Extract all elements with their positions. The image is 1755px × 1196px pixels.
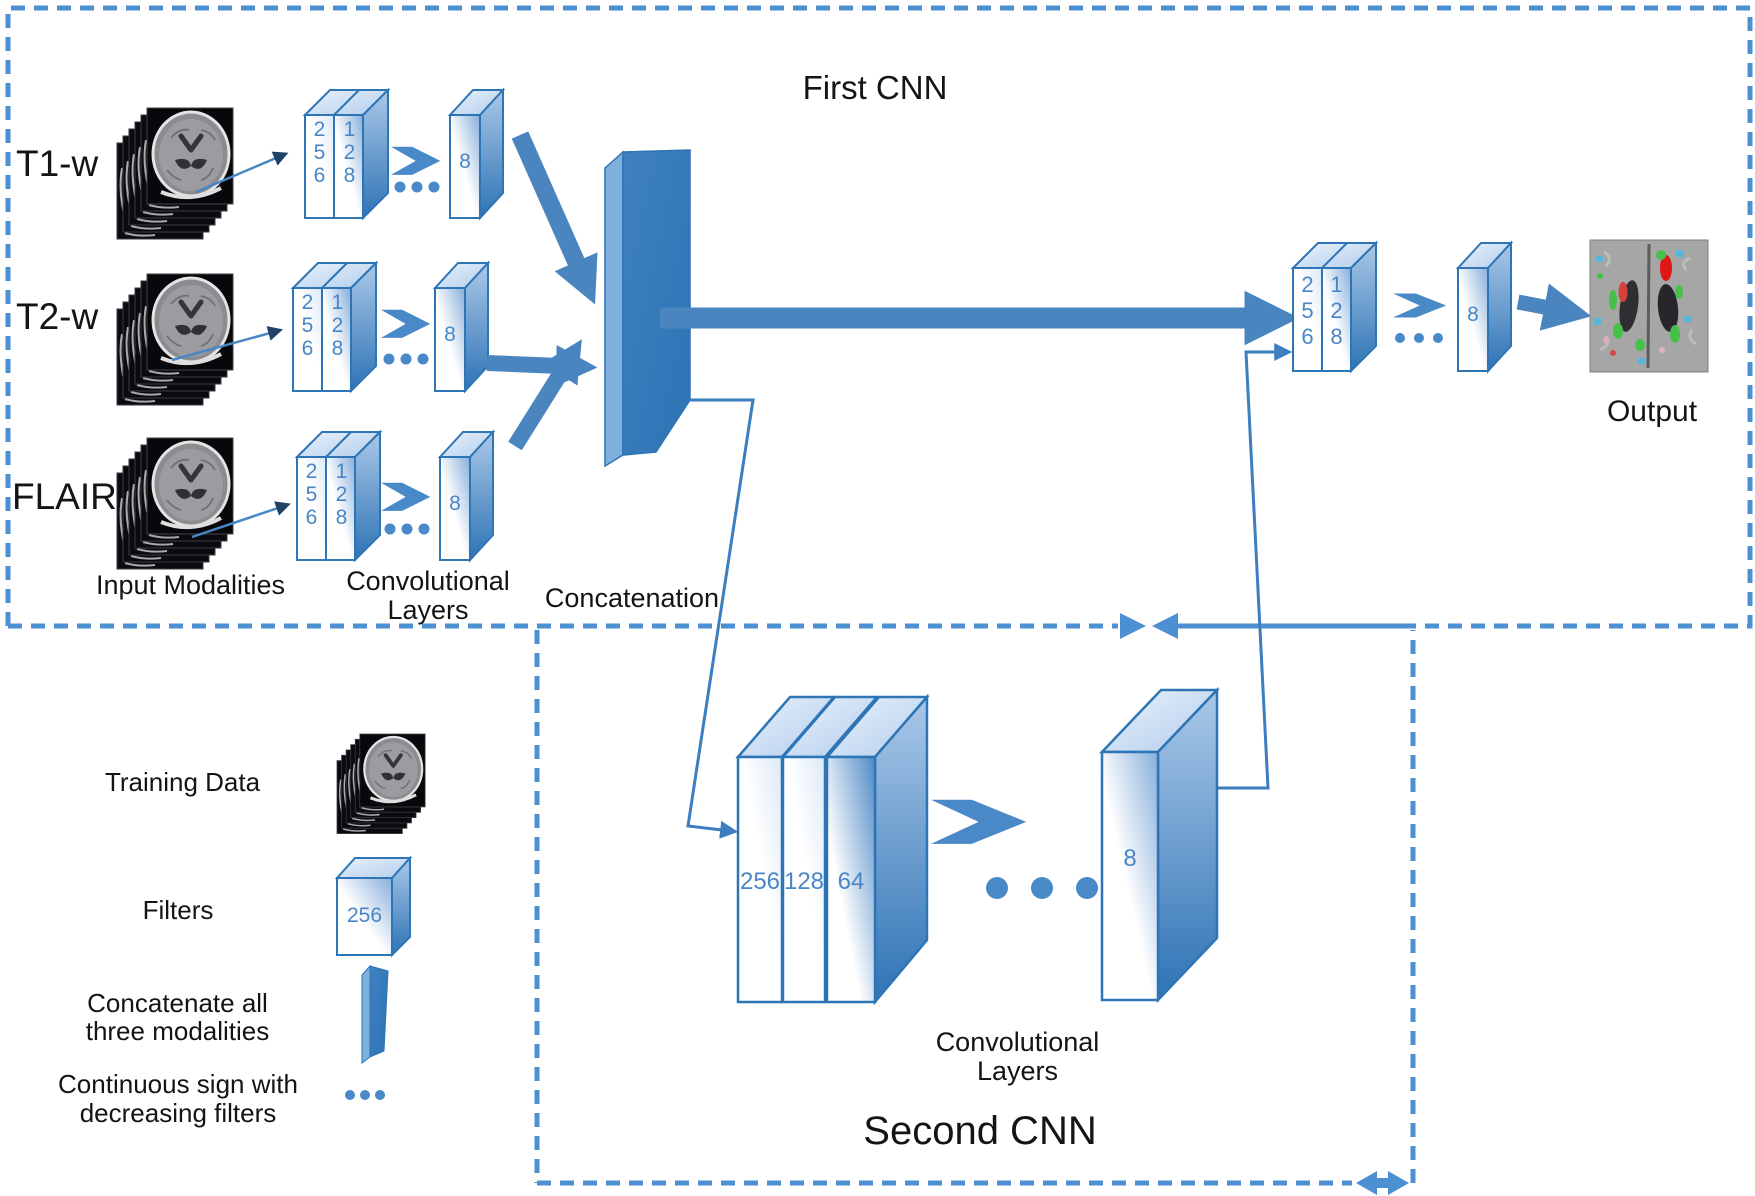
t1-filter-128: 128 (343, 118, 356, 187)
second-cnn-to-head-connector (1217, 343, 1293, 790)
t2-filter-8: 8 (444, 323, 456, 346)
t1-chevron-icon (391, 146, 441, 175)
modality-label-flair: FLAIR (12, 476, 117, 517)
conv-layers-label-line1: Convolutional (346, 566, 510, 596)
second-conv-layers-label-line1: Convolutional (935, 1027, 1100, 1057)
input-modalities-label: Input Modalities (95, 570, 286, 600)
legend-concat-slab-icon (361, 964, 389, 1064)
concatenation-label: Concatenation (544, 583, 720, 613)
head-filter-8: 8 (1467, 303, 1479, 326)
concatenation-slab (604, 149, 691, 468)
t2-ellipsis-icon (383, 353, 429, 365)
modality-label-t2: T2-w (16, 296, 99, 337)
head-ellipsis-icon (1395, 333, 1443, 343)
legend-concat-label-line1: Concatenate all (87, 988, 268, 1018)
t2-chevron-icon (381, 309, 431, 338)
t1-filter-256: 256 (313, 118, 326, 187)
legend-ellipsis-icon (345, 1090, 385, 1100)
legend-training-data-label: Training Data (104, 767, 261, 797)
border-double-arrow-icon (1356, 1171, 1409, 1195)
legend-filters-label: Filters (142, 895, 214, 925)
second-ellipsis-icon (986, 877, 1098, 899)
legend-filter-value: 256 (346, 904, 383, 927)
first-cnn-box (5, 5, 1753, 639)
legend-continuous-label-line2: decreasing filters (79, 1098, 277, 1128)
modality-label-t1: T1-w (16, 143, 99, 184)
second-conv-layers-label-line2: Layers (976, 1056, 1059, 1086)
second-filter-64: 64 (837, 868, 865, 895)
t2-filter-256: 256 (301, 291, 314, 360)
second-last-filter-box (1099, 686, 1220, 1004)
conv-layers-label-line2: Layers (387, 595, 469, 625)
second-cnn-box (534, 630, 1416, 1195)
flair-input-arrow (191, 501, 291, 539)
flair-filter-8: 8 (449, 492, 461, 515)
second-conv-layers-box (735, 693, 930, 1006)
t2-brain-stack-image (117, 274, 233, 405)
legend-filter-box (334, 855, 413, 958)
first-cnn-title: First CNN (802, 69, 948, 106)
head-to-output-arrow (1516, 283, 1592, 331)
second-cnn-title: Second CNN (863, 1109, 1097, 1153)
t1-to-concat-arrow (511, 131, 598, 305)
flair-chevron-icon (381, 482, 431, 511)
t1-ellipsis-icon (394, 181, 440, 193)
t2-input-arrow (171, 326, 284, 362)
border-arrow-left-icon (1152, 613, 1178, 639)
flair-ellipsis-icon (384, 523, 430, 535)
flair-to-concat-arrow (508, 339, 582, 451)
border-arrow-right-icon (1120, 613, 1146, 639)
head-chevron-icon (1393, 293, 1447, 318)
output-image (1589, 239, 1709, 373)
t1-filter-8: 8 (459, 150, 471, 173)
second-filter-8: 8 (1123, 845, 1137, 872)
second-filter-128: 128 (783, 868, 825, 895)
flair-brain-stack-image (117, 438, 233, 569)
t1-input-arrow (195, 151, 289, 194)
output-label: Output (1606, 395, 1698, 428)
concat-to-second-cnn-connector (686, 398, 755, 839)
legend-concat-label-line2: three modalities (85, 1016, 270, 1046)
legend-training-data-image (335, 732, 428, 836)
head-filter-128: 128 (1330, 272, 1343, 349)
flair-filter-128: 128 (335, 460, 348, 529)
t2-filter-128: 128 (331, 291, 344, 360)
head-filter-256: 256 (1301, 272, 1314, 349)
flair-filter-256: 256 (305, 460, 318, 529)
t2-to-concat-arrow (486, 345, 598, 387)
legend-continuous-label-line1: Continuous sign with (58, 1069, 298, 1099)
t1-brain-stack-image (117, 108, 233, 239)
second-chevron-icon (931, 799, 1027, 844)
second-filter-256: 256 (739, 868, 781, 895)
